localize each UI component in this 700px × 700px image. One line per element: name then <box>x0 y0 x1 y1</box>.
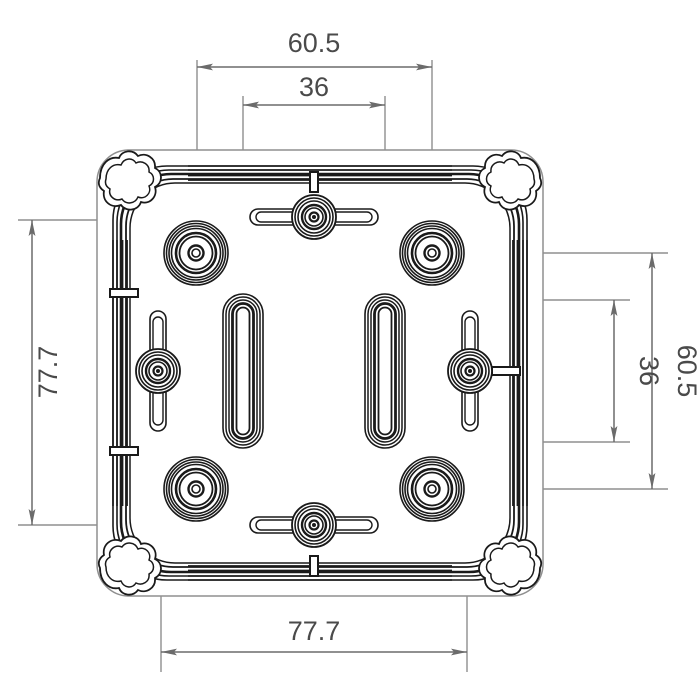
long-slot-right <box>363 292 407 450</box>
corner-clip-bottom-right <box>478 535 543 596</box>
corner-clip-top-left <box>97 150 162 211</box>
wall-tab-top <box>309 171 319 193</box>
dim-label-bottom-outer: 77.7 <box>288 616 341 646</box>
corner-clip-bottom-left <box>97 535 162 596</box>
wall-tab-left-upper <box>109 288 139 298</box>
dimension-arrows <box>28 63 656 656</box>
screw-boss-bottom-left <box>162 455 230 523</box>
wall-tab-bottom <box>309 555 319 577</box>
wall-tab-right-middle <box>491 366 521 376</box>
dim-label-right-outer: 60.5 <box>672 345 700 398</box>
corner-clip-top-right <box>478 150 543 211</box>
dim-label-right-inner: 36 <box>634 356 664 386</box>
dim-label-top-inner: 36 <box>299 72 329 102</box>
screw-boss-bottom-right <box>398 455 466 523</box>
dim-label-top-outer: 60.5 <box>288 28 341 58</box>
screw-boss-top-right <box>398 219 466 287</box>
dim-label-left-outer: 77.7 <box>33 346 63 399</box>
long-slot-left <box>221 292 265 450</box>
wall-tab-left-lower <box>109 446 139 456</box>
screw-boss-top-left <box>162 219 230 287</box>
part-geometry <box>96 149 544 597</box>
rim-straight-segments <box>112 165 528 581</box>
